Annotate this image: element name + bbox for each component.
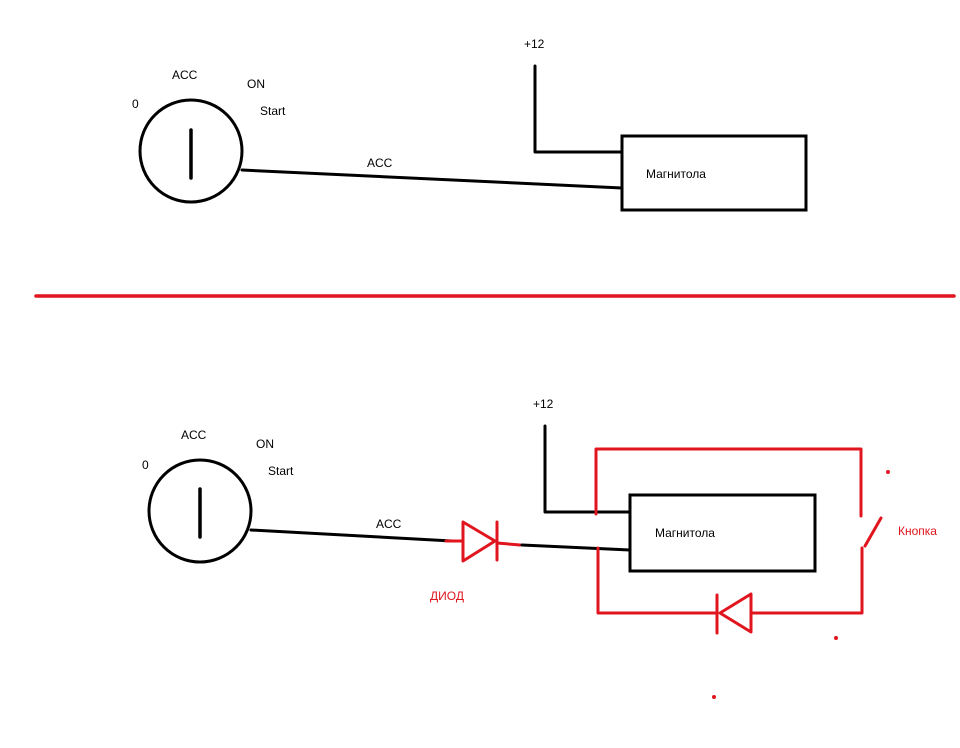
top-ignition-switch: 0 ACC ON Start [132,68,286,204]
bottom-diode-to-unit-wire [520,543,632,552]
top-supply-label: +12 [524,37,545,51]
top-acc-wire [240,168,624,190]
series-diode-lead-out [495,541,522,547]
bottom-head-unit-label: Магнитола [655,526,715,540]
bottom-switch-body [147,458,253,564]
series-diode [444,520,522,563]
top-switch-label-start: Start [260,104,286,118]
top-switch-label-on: ON [247,77,265,91]
bottom-ignition-switch: 0 ACC ON Start [142,428,294,564]
bottom-switch-label-on: ON [256,437,274,451]
bypass-loop-top-wire [594,447,863,518]
diode-label: ДИОД [430,589,464,603]
bottom-acc-wire-label: ACC [376,517,402,531]
stray-dot [834,636,838,640]
top-switch-label-acc: ACC [172,68,198,82]
bottom-circuit: 0 ACC ON Start ACC ДИОД +12 Магнитола [142,397,937,699]
top-supply-wire [533,64,624,154]
stray-dot [712,695,716,699]
series-diode-triangle [461,520,497,563]
top-circuit: 0 ACC ON Start ACC +12 Магнитола [132,37,808,212]
stray-dot [886,470,890,474]
top-head-unit-box [620,134,808,212]
bypass-loop-right-wire [749,546,864,615]
return-diode-triangle [718,592,753,634]
bottom-switch-label-start: Start [268,464,294,478]
push-button-contact [863,516,883,548]
bypass-loop-bottom-wire [596,546,717,615]
top-acc-wire-label: ACC [367,156,393,170]
top-switch-label-0: 0 [132,97,139,111]
bottom-acc-wire [249,528,454,543]
top-switch-body [138,98,244,204]
push-button-label: Кнопка [898,524,937,538]
bottom-supply-label: +12 [533,397,554,411]
bottom-switch-label-0: 0 [142,458,149,472]
bottom-switch-label-acc: ACC [181,428,207,442]
bottom-supply-wire [543,424,632,514]
bottom-head-unit-box [628,493,817,573]
top-head-unit-label: Магнитола [646,167,706,181]
return-diode [715,592,753,635]
